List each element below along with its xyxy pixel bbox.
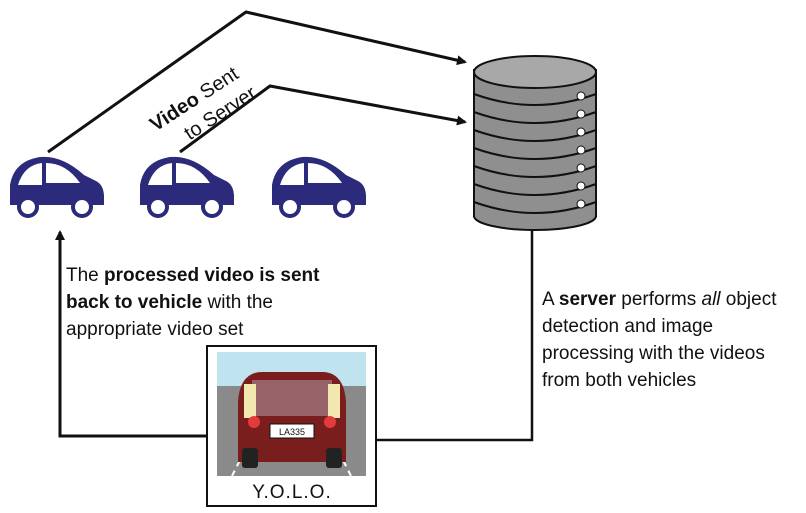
yolo-caption: Y.O.L.O. [252, 482, 332, 503]
server-icon [473, 55, 597, 231]
upload-arrow-car2 [179, 84, 467, 154]
car-icon [272, 156, 366, 218]
server-bold: server [558, 289, 616, 310]
car-icon [10, 156, 104, 218]
upload-arrow-car1 [47, 10, 467, 154]
return-post: with the appropriate video set [66, 292, 273, 340]
server-to-yolo-line [376, 230, 534, 442]
server-italic: all [701, 289, 721, 310]
return-arrow [55, 230, 207, 438]
car-icon [140, 156, 234, 218]
server-description: A server performs all object detection a… [542, 286, 804, 394]
yolo-thumbnail: LA335 [206, 345, 377, 507]
plate-text: LA335 [279, 427, 305, 437]
return-description: The processed video is sent back to vehi… [66, 262, 366, 343]
server-mid: performs [615, 289, 702, 310]
server-pre: A [542, 289, 559, 310]
return-pre: The [66, 265, 105, 286]
server-post: object detection and image processing wi… [542, 289, 777, 391]
return-bold: processed video is sent back to vehicle [66, 265, 320, 313]
